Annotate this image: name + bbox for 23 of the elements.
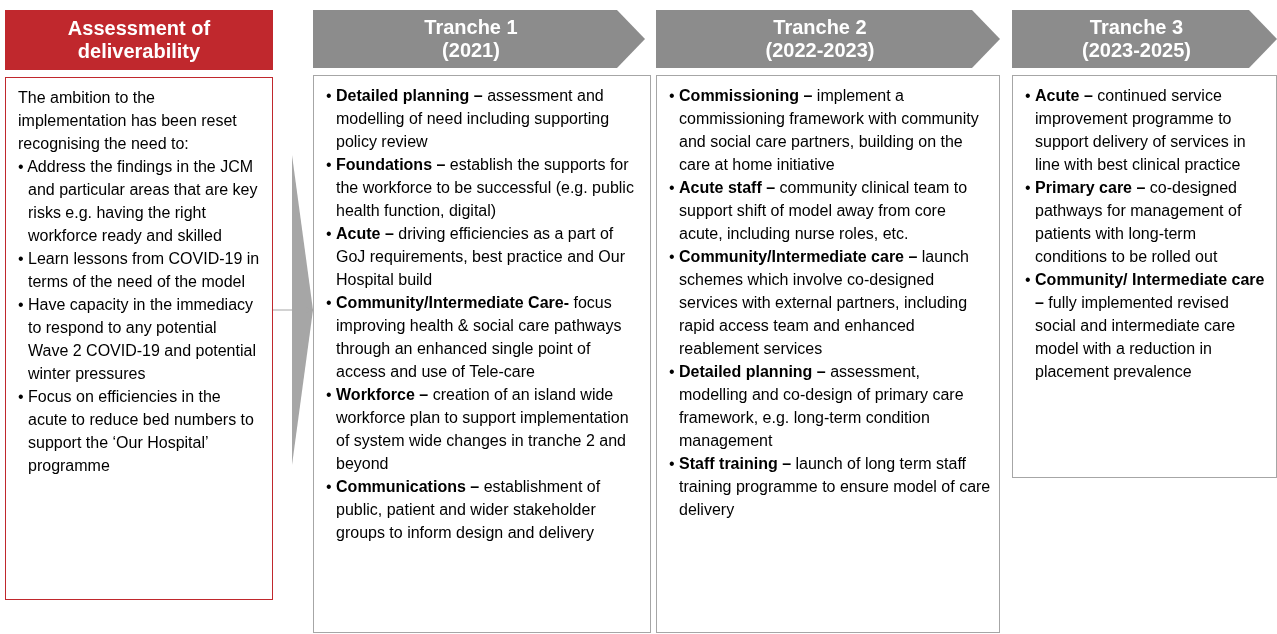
header-title: Assessment of deliverability <box>66 17 212 63</box>
description-box <box>5 77 273 600</box>
bullet-text: • Have capacity in the immediacy to respond to any potential Wave 2 COVID-19 and potential winter pressures <box>18 295 257 384</box>
bullet-text: • Community/ Intermediate care – fully implemented revised social and intermediate care model with a reduction in placement prevalence <box>1025 270 1266 382</box>
chevron-header <box>656 10 1000 68</box>
header-title: Tranche 2 (2022-2023) <box>764 16 876 62</box>
chevron-header <box>1012 10 1277 68</box>
content-box <box>656 75 1000 633</box>
bullet-text: • Acute staff – community clinical team to support shift of model away from core acute, including nurse roles, etc. <box>669 178 969 244</box>
intro-text: The ambition to the implementation has been reset recognising the need to: <box>18 88 238 154</box>
bullet-text: • Primary care – co-designed pathways for management of patients with long-term conditions to be rolled out <box>1025 178 1243 267</box>
content-box <box>1012 75 1277 478</box>
bullet-text: • Focus on efficiencies in the acute to reduce bed numbers to support the ‘Our Hospital’ programme <box>18 387 255 476</box>
content-box <box>313 75 651 633</box>
bullet-text: • Address the findings in the JCM and particular areas that are key risks e.g. having the right workforce ready and skilled <box>18 157 259 246</box>
bullet-text: • Learn lessons from COVID-19 in terms of the need of the model <box>18 249 260 292</box>
bullet-text: • Foundations – establish the supports for the workforce to be successful (e.g. public health function, digital) <box>326 155 635 221</box>
chevron-header <box>313 10 645 68</box>
header-title: Tranche 3 (2023-2025) <box>1081 16 1192 62</box>
bullet-text: • Communications – establishment of public, patient and wider stakeholder groups to inform design and delivery <box>326 477 602 543</box>
header-title: Tranche 1 (2021) <box>423 16 519 62</box>
header-box <box>5 10 273 70</box>
bullet-text: • Staff training – launch of long term staff training programme to ensure model of care delivery <box>669 454 991 520</box>
